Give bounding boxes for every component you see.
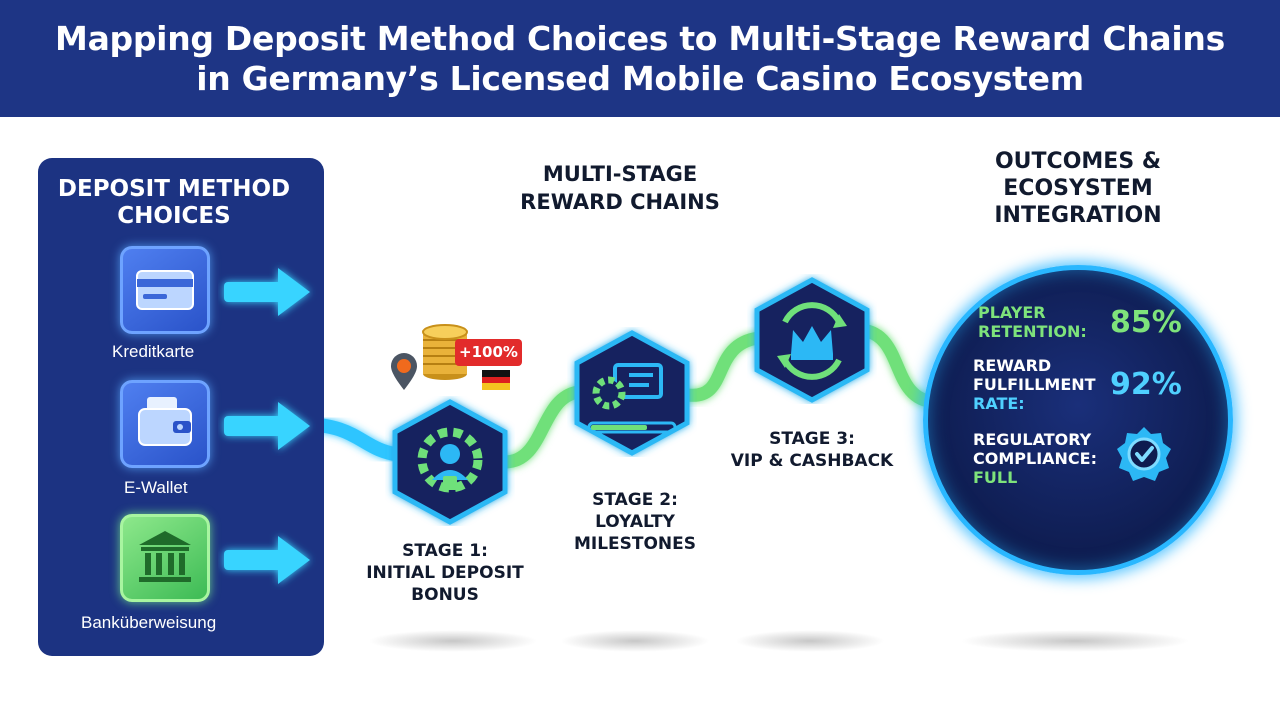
method-label-kreditkarte: Kreditkarte (112, 342, 195, 361)
stage3-label: STAGE 3: VIP & CASHBACK (730, 429, 894, 471)
flow-path-stage1-to-stage2 (498, 385, 585, 469)
page-title-line-2: in Germany’s Licensed Mobile Casino Ecos… (196, 58, 1084, 98)
crown-cycle-icon (777, 302, 847, 380)
method-label-e-wallet: E-Wallet (124, 478, 188, 497)
header-banner: Mapping Deposit Method Choices to Multi-… (0, 0, 1280, 117)
stage2-shadow (560, 630, 710, 652)
bonus-badge: +100% (455, 339, 522, 366)
stage3-hexagon (754, 277, 870, 403)
page-title-line-1: Mapping Deposit Method Choices to Multi-… (55, 18, 1225, 58)
location-pin-icon (391, 353, 417, 390)
credit-card-icon[interactable] (120, 246, 210, 334)
gear-card-progress-icon (587, 363, 677, 434)
arrow-right-icon (224, 402, 310, 450)
compliance-label: REGULATORY COMPLIANCE: FULL (973, 430, 1097, 487)
outcomes-title: OUTCOMES & ECOSYSTEM INTEGRATION (994, 149, 1162, 228)
arrow-right-icon (224, 536, 310, 584)
outcomes-circle (923, 265, 1233, 575)
stage3-shadow (735, 630, 885, 652)
fulfillment-value: 92% (1110, 367, 1182, 402)
arrow-right-icon (224, 268, 310, 316)
retention-value: 85% (1110, 305, 1182, 340)
stage1-label: STAGE 1: INITIAL DEPOSIT BONUS (366, 541, 524, 605)
deposit-panel-title: DEPOSIT METHOD CHOICES (57, 176, 291, 229)
germany-flag-icon (482, 370, 510, 390)
flow-path-stage3-to-outcomes (855, 323, 942, 409)
stage2-label: STAGE 2: LOYALTY MILESTONES (573, 490, 697, 554)
reward-chains-title: MULTI-STAGE REWARD CHAINS (520, 162, 720, 214)
stage1-shadow (368, 630, 538, 652)
verified-check-icon (1117, 427, 1171, 481)
stage1-hexagon (392, 399, 508, 525)
bank-icon[interactable] (120, 514, 210, 602)
retention-label: PLAYER RETENTION: (978, 303, 1087, 341)
stage2-hexagon (574, 330, 690, 456)
deposit-methods-panel: DEPOSIT METHOD CHOICES Kreditkarte E-Wal… (38, 158, 324, 656)
fulfillment-label: REWARD FULFILLMENT RATE: (973, 356, 1096, 413)
wallet-icon[interactable] (120, 380, 210, 468)
flow-path-stage2-to-stage3 (681, 331, 765, 402)
method-label-bankueberweisung: Banküberweisung (81, 613, 217, 632)
gear-user-icon (417, 427, 483, 493)
outcomes-shadow (960, 630, 1190, 652)
